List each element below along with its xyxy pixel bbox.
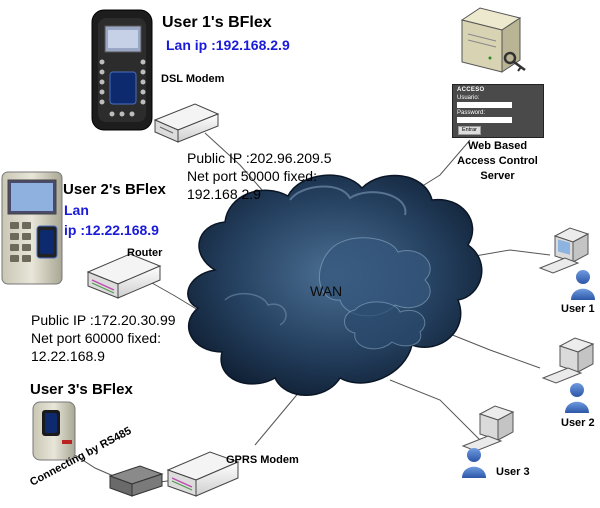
server-label-line3: Server — [480, 170, 515, 182]
wan-cloud — [187, 174, 483, 396]
gprs-modem-label: GPRS Modem — [226, 454, 299, 466]
net-ip-1-label: 192.168.2.9 — [187, 186, 261, 202]
link-rs485 — [74, 454, 119, 479]
username-field[interactable] — [457, 102, 512, 108]
key-icon — [503, 51, 526, 72]
login-submit-button[interactable]: Entrar — [458, 126, 481, 135]
link-router-cloud — [151, 282, 199, 311]
net-ip-2-label: 12.22.168.9 — [31, 348, 105, 364]
link-user3-cloud — [389, 379, 481, 441]
router — [86, 253, 162, 299]
user1-bflex-device — [91, 9, 153, 131]
rs485-converter — [108, 465, 164, 497]
router-label: Router — [127, 247, 163, 259]
public-ip-2-label: Public IP :172.20.30.99 — [31, 312, 176, 328]
gprs-modem — [166, 451, 240, 497]
password-field[interactable] — [457, 117, 512, 123]
user2-computer — [541, 337, 595, 384]
link-user2-cloud — [439, 329, 541, 369]
public-ip-1-label: Public IP :202.96.209.5 — [187, 150, 332, 166]
server-label-line1: Web Based — [467, 140, 528, 152]
dsl-modem — [153, 103, 220, 143]
user2-person-icon — [565, 383, 589, 413]
login-title: ACCESO — [457, 87, 485, 93]
user2-bflex-device — [1, 171, 63, 285]
user2-label: User 2 — [561, 417, 595, 429]
user3-person-icon — [462, 448, 486, 478]
user2-bflex-label: User 2's BFlex — [63, 181, 166, 198]
user3-bflex-device — [32, 401, 76, 461]
user1-computer — [538, 227, 590, 274]
server-label-line2: Access Control — [457, 155, 538, 167]
user2-lan-ip-label: ip :12.22.168.9 — [64, 222, 159, 238]
user3-bflex-label: User 3's BFlex — [30, 381, 133, 398]
wan-label: WAN — [310, 283, 343, 299]
user1-person-icon — [571, 270, 595, 300]
user3-computer — [461, 405, 515, 452]
dsl-modem-label: DSL Modem — [161, 73, 225, 85]
link-gprs-cloud — [254, 384, 306, 446]
net-port-2-label: Net port 60000 fixed: — [31, 330, 161, 346]
user2-lan-label: Lan — [64, 202, 89, 218]
net-port-1-label: Net port 50000 fixed: — [187, 168, 317, 184]
user1-label: User 1 — [561, 303, 595, 315]
password-label: Password: — [457, 110, 486, 116]
user1-lan-ip-label: Lan ip :192.168.2.9 — [166, 37, 290, 53]
login-panel: ACCESO Usuario: Password: Entrar — [452, 84, 544, 138]
user3-label: User 3 — [496, 466, 530, 478]
username-label: Usuario: — [457, 95, 480, 101]
user1-bflex-label: User 1's BFlex — [162, 14, 272, 31]
